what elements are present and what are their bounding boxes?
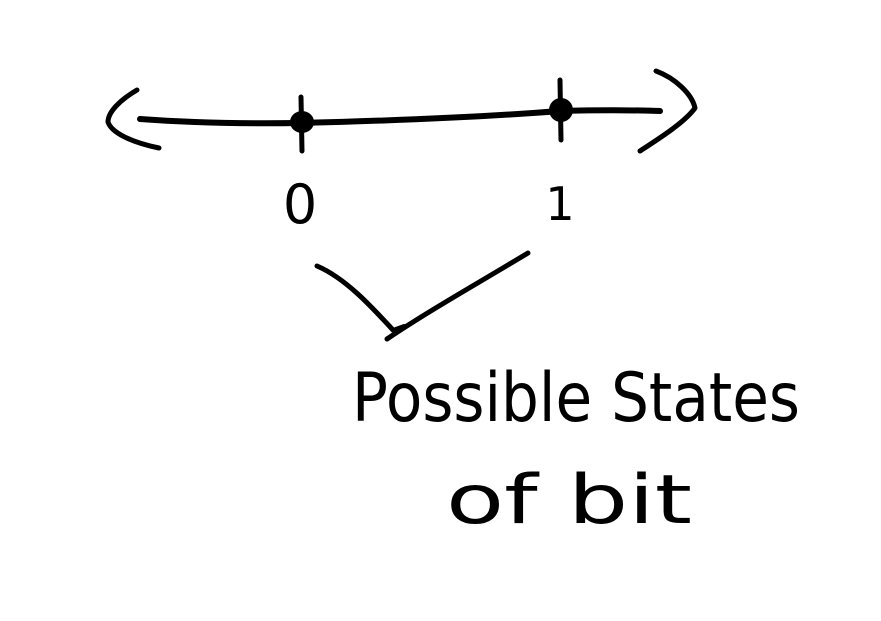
point-zero-dot bbox=[290, 111, 314, 133]
caption-line-2: of bit bbox=[446, 461, 692, 540]
point-label-one: 1 bbox=[545, 177, 574, 231]
bracket-left-stroke bbox=[314, 263, 396, 333]
left-arrowhead bbox=[105, 87, 162, 151]
bracket-tip bbox=[391, 324, 406, 332]
bracket-right-stroke bbox=[384, 250, 531, 342]
caption-line-1: Possible States bbox=[352, 359, 800, 438]
number-line bbox=[137, 107, 663, 127]
right-arrowhead bbox=[637, 68, 698, 154]
point-label-zero: 0 bbox=[283, 173, 317, 236]
point-one-dot bbox=[549, 98, 573, 122]
